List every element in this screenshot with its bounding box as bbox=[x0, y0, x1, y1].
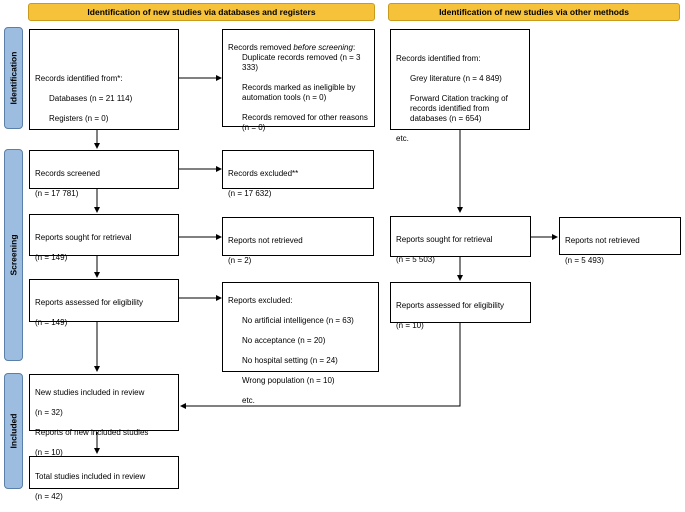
reports-assessed-box: Reports assessed for eligibility (n = 14… bbox=[29, 279, 179, 327]
databases-count: Databases (n = 21 114) bbox=[49, 94, 133, 103]
new-reports-line4: (n = 10) bbox=[35, 448, 63, 457]
records-removed-box: Records removed before screening: Duplic… bbox=[222, 29, 375, 132]
reports-not-retrieved-box: Reports not retrieved (n = 2) bbox=[222, 217, 374, 265]
other-reports-sought-title: Reports sought for retrieval bbox=[396, 235, 493, 244]
records-identified-title: Records identified from*: bbox=[35, 74, 123, 83]
excluded-no-hospital: No hospital setting (n = 24) bbox=[242, 356, 338, 365]
records-excluded-title: Records excluded** bbox=[228, 169, 299, 178]
other-reasons-removed: Records removed for other reasons (n = 0… bbox=[242, 113, 368, 132]
total-studies-count: (n = 42) bbox=[35, 492, 63, 501]
other-reports-assessed-count: (n = 10) bbox=[396, 321, 424, 330]
automation-removed: Records marked as ineligible by automati… bbox=[242, 83, 356, 102]
reports-sought-count: (n = 149) bbox=[35, 253, 68, 262]
reports-sought-title: Reports sought for retrieval bbox=[35, 233, 132, 242]
other-not-retrieved-title: Reports not retrieved bbox=[565, 236, 640, 245]
records-removed-title-em: before screening bbox=[293, 43, 353, 52]
excluded-no-acceptance: No acceptance (n = 20) bbox=[242, 336, 326, 345]
reports-sought-box: Reports sought for retrieval (n = 149) bbox=[29, 214, 179, 262]
records-screened-count: (n = 17 781) bbox=[35, 189, 79, 198]
citation-tracking-count: Forward Citation tracking of records ide… bbox=[410, 94, 508, 123]
records-screened-title: Records screened bbox=[35, 169, 100, 178]
other-identified-title: Records identified from: bbox=[396, 54, 481, 63]
records-screened-box: Records screened (n = 17 781) bbox=[29, 150, 179, 198]
records-identified-other-box: Records identified from: Grey literature… bbox=[390, 29, 530, 143]
other-not-retrieved-count: (n = 5 493) bbox=[565, 256, 604, 265]
records-identified-databases-box: Records identified from*: Databases (n =… bbox=[29, 29, 179, 130]
other-reports-sought-count: (n = 5 503) bbox=[396, 255, 435, 264]
reports-excluded-title: Reports excluded: bbox=[228, 296, 293, 305]
other-reports-sought-box: Reports sought for retrieval (n = 5 503) bbox=[390, 216, 531, 264]
new-studies-line2: (n = 32) bbox=[35, 408, 63, 417]
new-studies-included-box: New studies included in review (n = 32) … bbox=[29, 374, 179, 457]
grey-literature-count: Grey literature (n = 4 849) bbox=[410, 74, 502, 83]
excluded-no-ai: No artificial intelligence (n = 63) bbox=[242, 316, 354, 325]
header-databases-text: Identification of new studies via databa… bbox=[87, 7, 316, 17]
new-studies-line1: New studies included in review bbox=[35, 388, 145, 397]
stage-identification: Identification bbox=[4, 27, 23, 129]
stage-included: Included bbox=[4, 373, 23, 489]
records-removed-title-post: : bbox=[352, 43, 356, 52]
duplicate-removed: Duplicate records removed (n = 3 333) bbox=[242, 53, 361, 72]
reports-assessed-count: (n = 149) bbox=[35, 318, 68, 327]
total-studies-title: Total studies included in review bbox=[35, 472, 146, 481]
other-reports-assessed-title: Reports assessed for eligibility bbox=[396, 301, 505, 310]
registers-count: Registers (n = 0) bbox=[49, 114, 109, 123]
header-other-methods: Identification of new studies via other … bbox=[388, 3, 680, 21]
stage-screening: Screening bbox=[4, 149, 23, 361]
reports-assessed-title: Reports assessed for eligibility bbox=[35, 298, 144, 307]
other-reports-not-retrieved-box: Reports not retrieved (n = 5 493) bbox=[559, 217, 681, 265]
records-excluded-count: (n = 17 632) bbox=[228, 189, 272, 198]
records-removed-title-pre: Records removed bbox=[228, 43, 294, 52]
reports-not-retrieved-title: Reports not retrieved bbox=[228, 236, 303, 245]
other-identified-etc: etc. bbox=[396, 134, 409, 143]
total-studies-box: Total studies included in review (n = 42… bbox=[29, 456, 179, 501]
excluded-etc: etc. bbox=[242, 396, 255, 405]
excluded-wrong-population: Wrong population (n = 10) bbox=[242, 376, 335, 385]
reports-excluded-box: Reports excluded: No artificial intellig… bbox=[222, 282, 379, 405]
header-other-text: Identification of new studies via other … bbox=[439, 7, 629, 17]
header-databases: Identification of new studies via databa… bbox=[28, 3, 375, 21]
new-reports-line3: Reports of new included studies bbox=[35, 428, 149, 437]
connector-arrows bbox=[94, 75, 558, 454]
reports-not-retrieved-count: (n = 2) bbox=[228, 256, 252, 265]
other-reports-assessed-box: Reports assessed for eligibility (n = 10… bbox=[390, 282, 531, 330]
records-excluded-box: Records excluded** (n = 17 632) bbox=[222, 150, 374, 198]
